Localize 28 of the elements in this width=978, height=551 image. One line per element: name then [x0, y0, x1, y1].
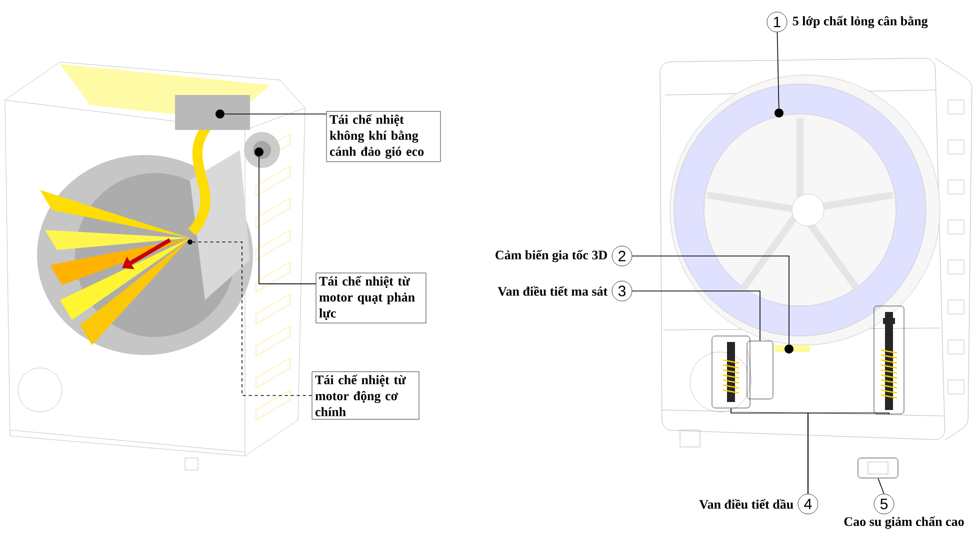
leader-line	[258, 156, 316, 284]
callout-box: Tái chế nhiệt từ motor động cơ chính	[312, 372, 420, 420]
target-dot	[784, 344, 794, 354]
callout-number: 3	[612, 280, 632, 302]
callout-number: 2	[612, 246, 632, 266]
callout-label: Van điều tiết dầu	[699, 499, 794, 509]
callout-label: 5 lớp chất lỏng cân bằng	[792, 16, 928, 28]
leader-line	[808, 412, 890, 494]
callout-label: Van điều tiết ma sát	[498, 286, 608, 296]
leader-line	[632, 290, 760, 342]
detail-frame	[858, 458, 898, 478]
callout-label: Cao su giảm chấn cao	[844, 516, 964, 529]
callout-number: 5	[874, 494, 894, 514]
callout-number: 1	[766, 12, 788, 32]
leader-line	[776, 32, 780, 109]
callout-label: Cảm biến gia tốc 3D	[496, 250, 607, 262]
target-dot	[216, 110, 224, 118]
target-dot	[254, 148, 264, 156]
leader-line	[632, 256, 790, 345]
leader-line	[192, 242, 312, 396]
target-dot	[774, 108, 784, 118]
callout-box: Tái chế nhiệt không khí bằng cánh đảo gió eco	[326, 111, 441, 162]
callout-number: 4	[798, 494, 818, 514]
callout-box: Tái chế nhiệt từ motor quạt phản lực	[316, 272, 426, 324]
detail-frame	[712, 336, 750, 408]
detail-frame	[874, 306, 904, 414]
leader-line	[878, 478, 884, 494]
detail-frame	[746, 340, 774, 400]
